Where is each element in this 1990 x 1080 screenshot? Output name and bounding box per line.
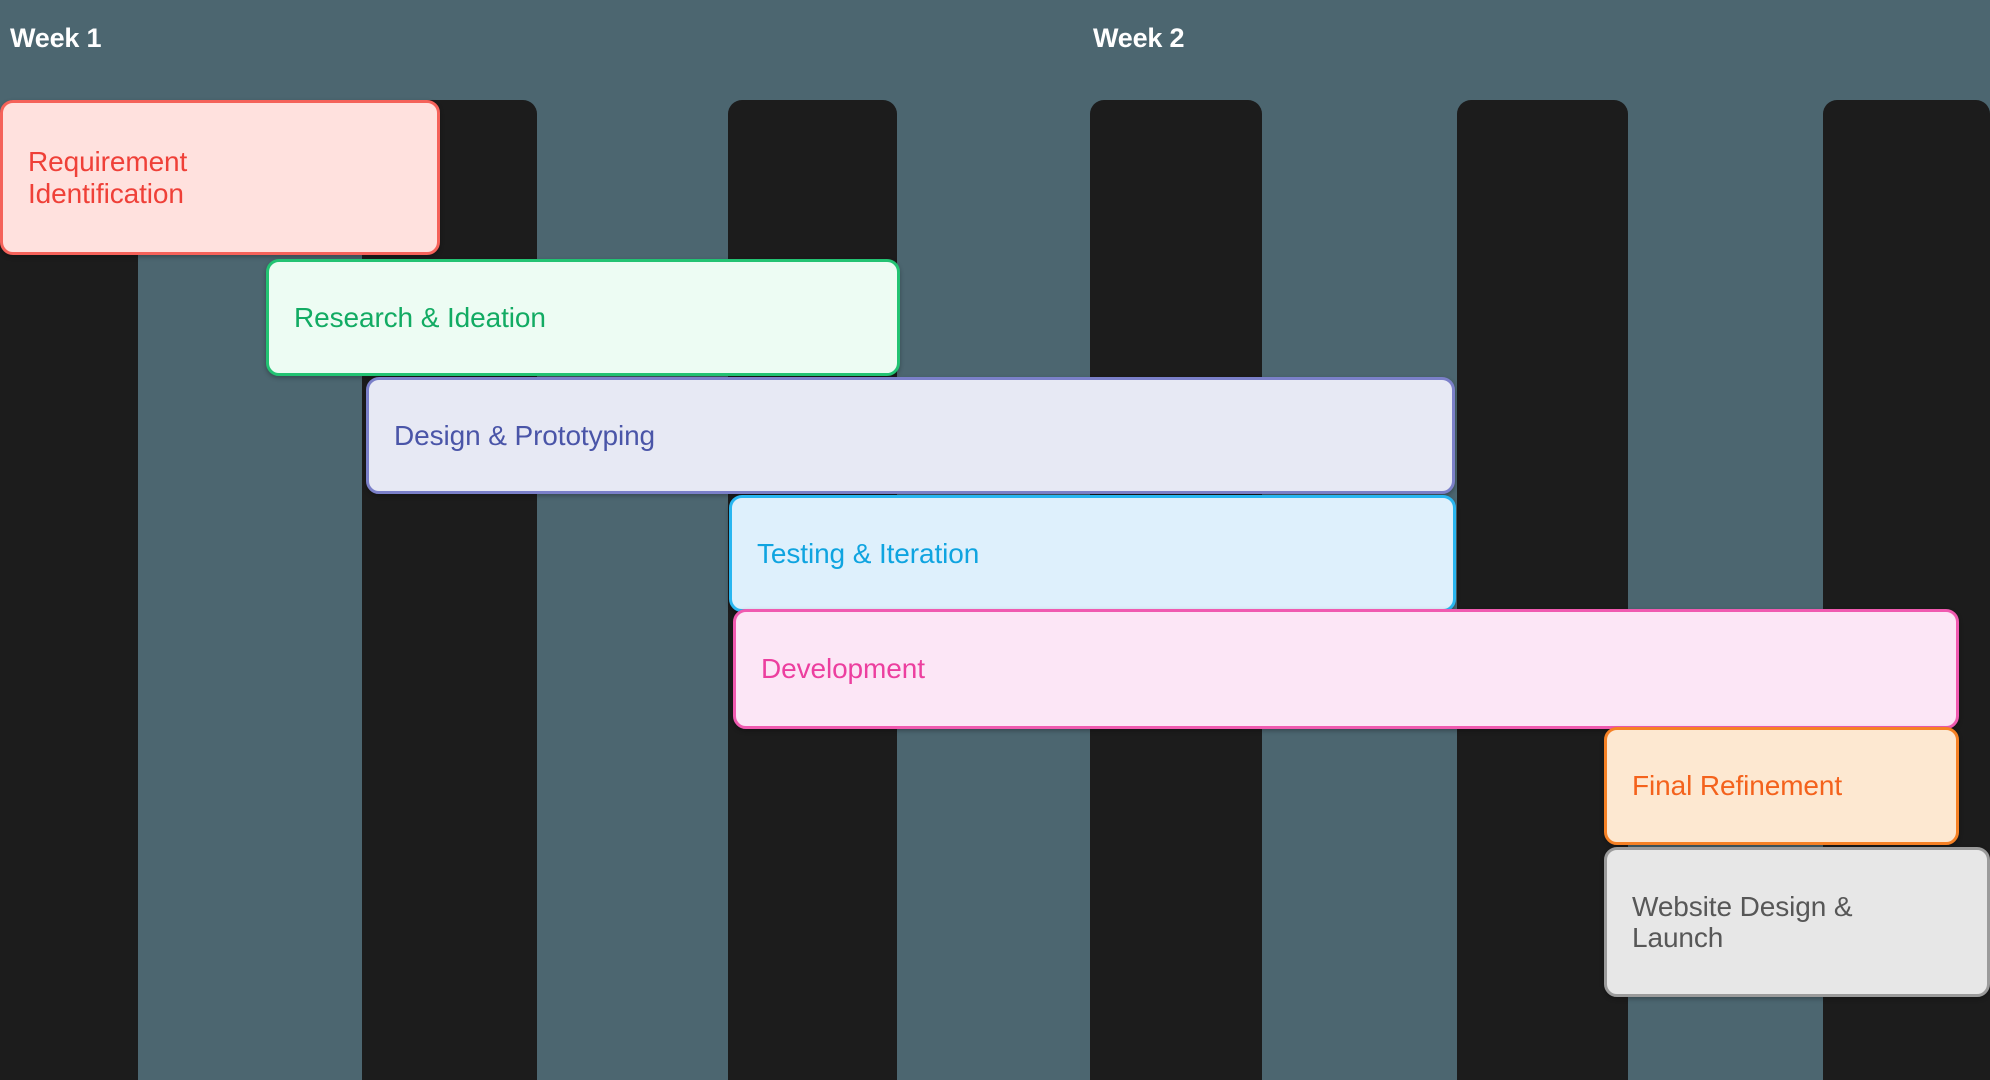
task-bar-label: Development: [761, 653, 925, 685]
task-bar-testing-iteration[interactable]: Testing & Iteration: [729, 495, 1456, 612]
task-bar-research-ideation[interactable]: Research & Ideation: [266, 259, 900, 376]
day-column-1: [0, 100, 138, 1080]
task-bar-label: Testing & Iteration: [757, 537, 980, 569]
week-header-1: Week 1: [10, 23, 102, 53]
task-bar-label: Website Design & Launch: [1632, 890, 1853, 953]
task-bar-development[interactable]: Development: [733, 609, 1959, 729]
task-bar-label: Design & Prototyping: [394, 419, 656, 451]
timeline-header: Week 1 Week 2: [0, 0, 1990, 100]
day-column-5: [1457, 100, 1628, 1080]
task-bar-label: Final Refinement: [1632, 770, 1843, 802]
task-bar-requirement-identification[interactable]: Requirement Identification: [0, 100, 440, 255]
week-header-2: Week 2: [1093, 23, 1185, 53]
task-bar-label: Research & Ideation: [294, 301, 546, 333]
task-bar-design-prototyping[interactable]: Design & Prototyping: [366, 377, 1455, 494]
task-bar-label: Requirement Identification: [28, 146, 188, 209]
task-bar-final-refinement[interactable]: Final Refinement: [1604, 727, 1959, 845]
task-bar-website-design-launch[interactable]: Website Design & Launch: [1604, 847, 1990, 997]
